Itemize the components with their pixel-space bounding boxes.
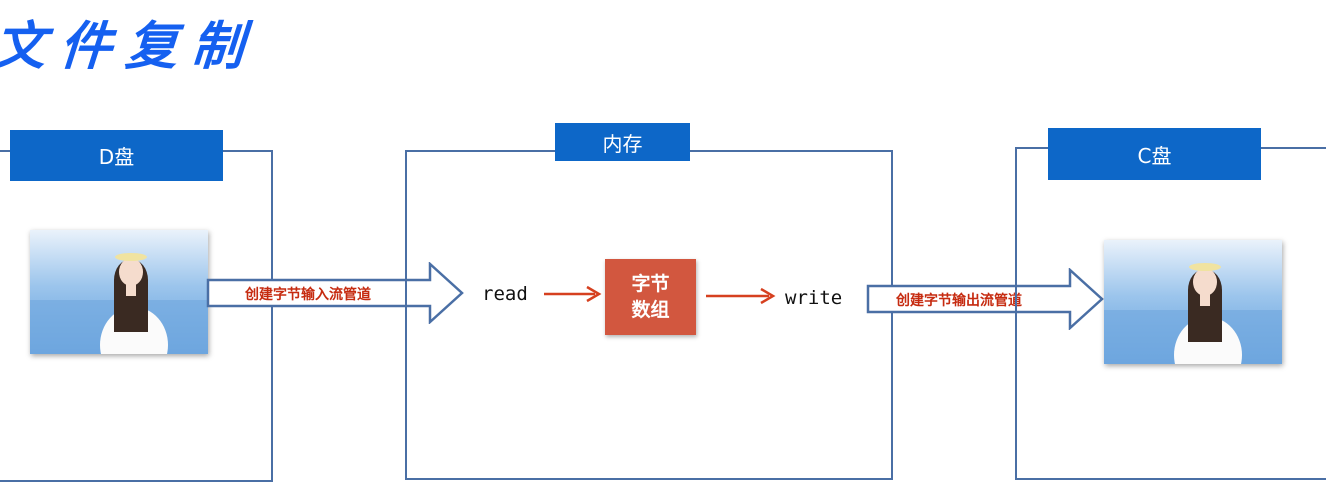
output-stream-arrow	[866, 268, 1104, 330]
byte-array-box: 字节 数组	[605, 259, 696, 335]
input-stream-label: 创建字节输入流管道	[245, 287, 371, 303]
page-title: 文件复制	[0, 17, 260, 77]
input-stream-arrow	[206, 262, 464, 324]
c-drive-header: C盘	[1048, 128, 1261, 180]
d-drive-header: D盘	[10, 130, 223, 181]
write-arrow	[706, 287, 776, 305]
memory-header: 内存	[555, 123, 690, 161]
copied-photo	[1104, 240, 1282, 364]
byte-array-line2: 数组	[631, 299, 670, 321]
read-label: read	[482, 283, 528, 305]
source-photo	[30, 230, 208, 354]
read-arrow	[544, 285, 602, 303]
write-label: write	[785, 287, 843, 309]
byte-array-line1: 字节	[631, 273, 670, 295]
output-stream-label: 创建字节输出流管道	[896, 293, 1022, 309]
